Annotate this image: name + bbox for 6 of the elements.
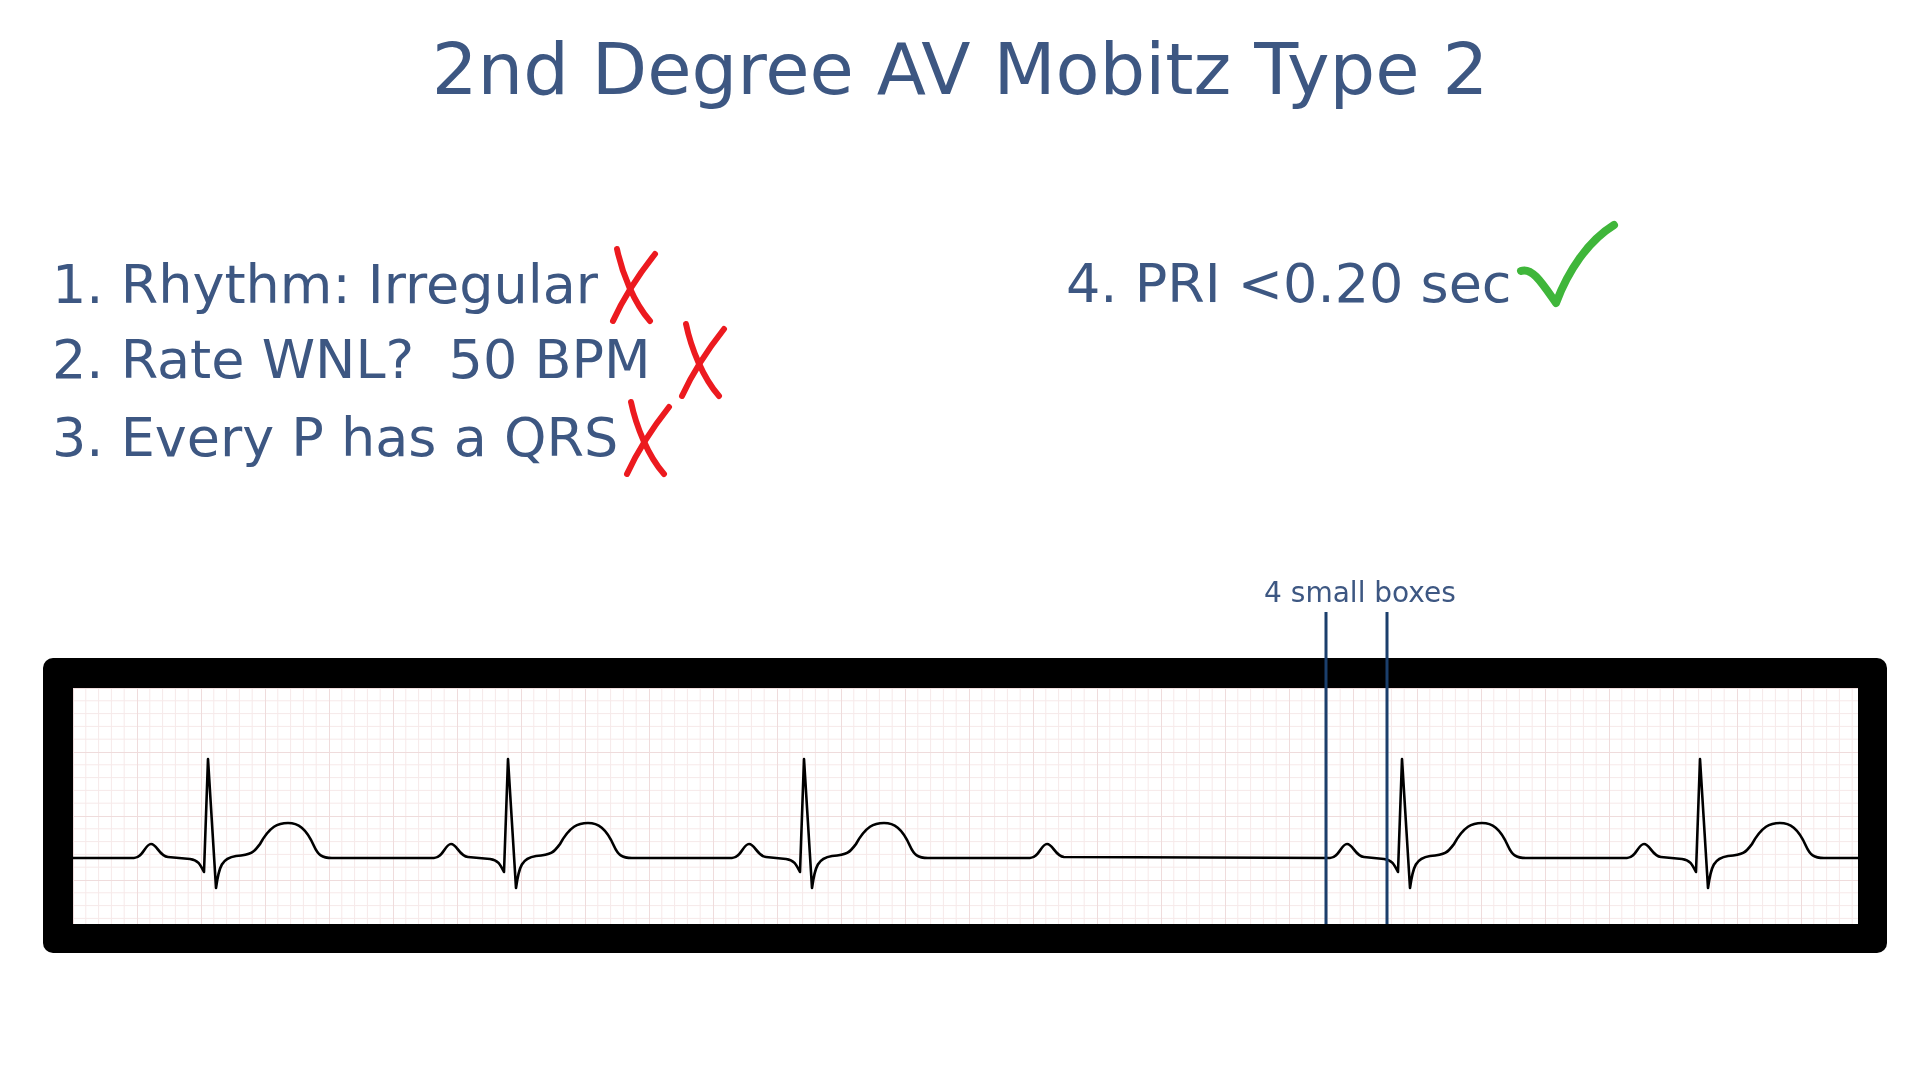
measurement-label: 4 small boxes [1264, 576, 1456, 610]
slide-title: 2nd Degree AV Mobitz Type 2 [431, 28, 1489, 111]
checklist-item: 2. Rate WNL? 50 BPM [52, 327, 651, 393]
checklist-item: 3. Every P has a QRS [52, 405, 619, 471]
checklist-item: 1. Rhythm: Irregular [52, 252, 598, 318]
checklist-item: 4. PRI <0.20 sec [1066, 251, 1512, 317]
